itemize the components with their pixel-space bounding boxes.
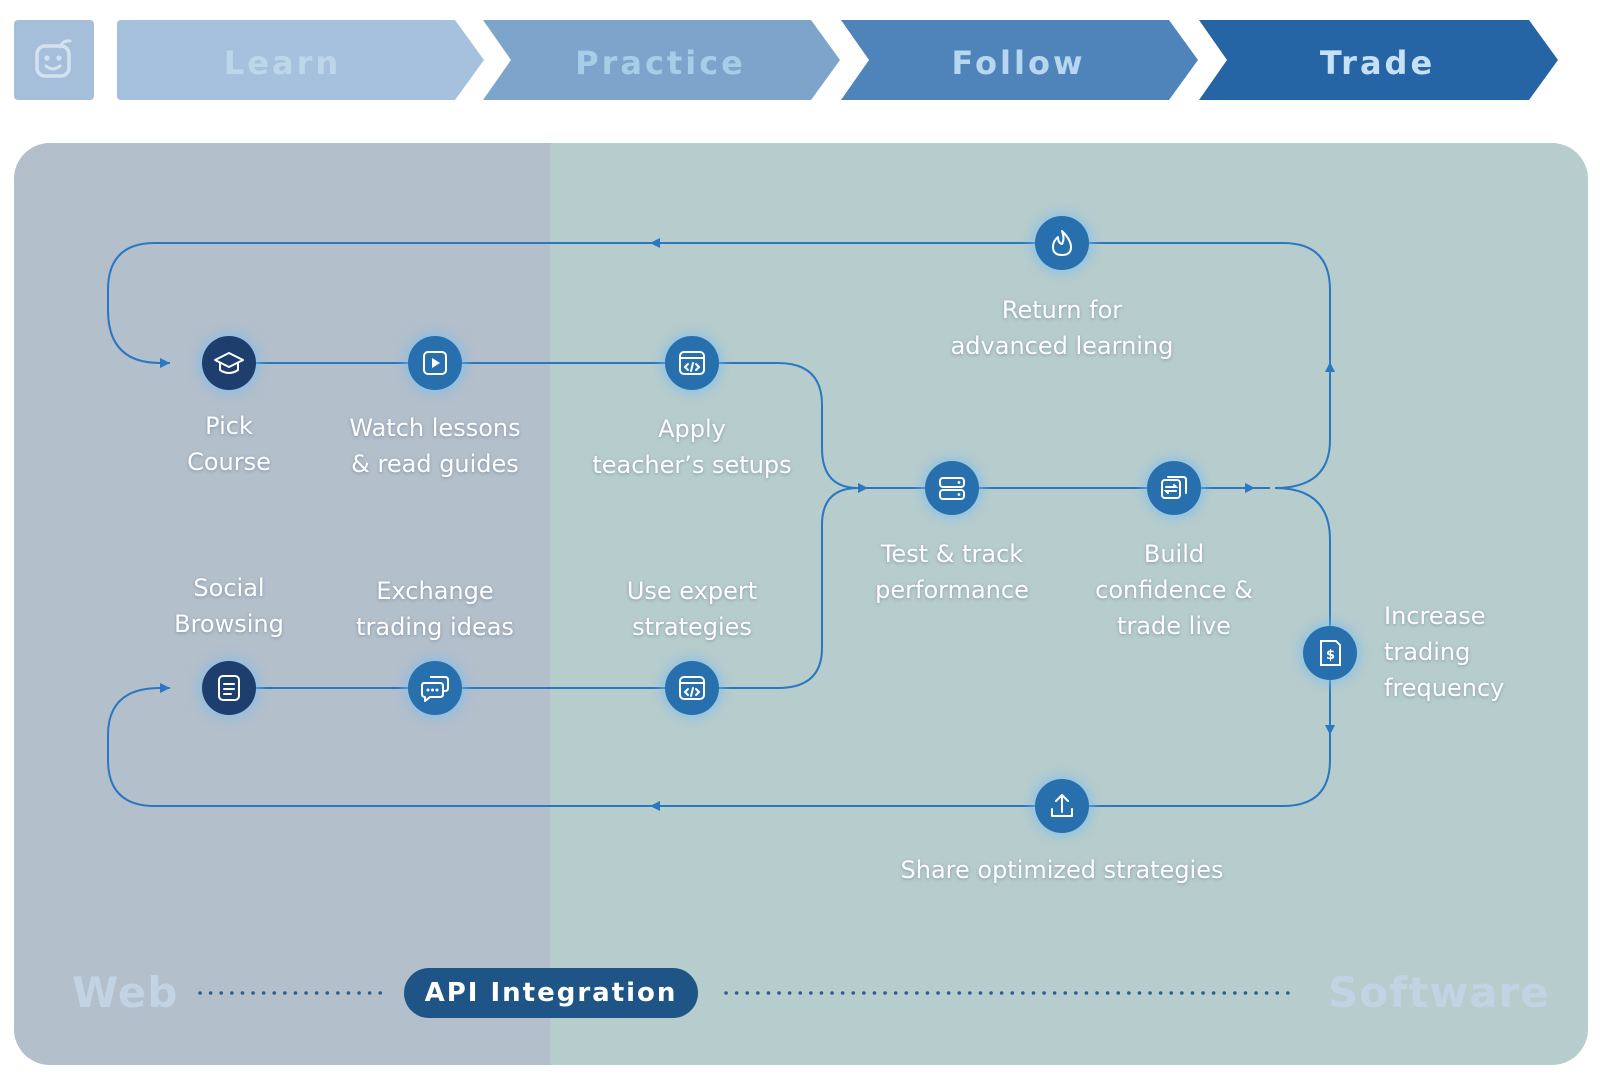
stage-trade-arrow (1199, 20, 1558, 100)
increase-frequency-node[interactable]: $ (1303, 626, 1357, 680)
code-window-icon (679, 351, 705, 375)
test-track-label: Test & track performance (842, 536, 1062, 608)
label-line: & read guides (351, 450, 519, 478)
share-strategies-label: Share optimized strategies (882, 852, 1242, 888)
label-line: Pick (205, 412, 253, 440)
exchange-docs-icon (1161, 476, 1187, 499)
test-track-node[interactable] (925, 461, 979, 515)
label-line: Build (1143, 540, 1205, 568)
label-line: advanced learning (950, 332, 1174, 360)
pick-course-label: Pick Course (129, 408, 329, 480)
label-line: trading ideas (356, 613, 514, 641)
label-line: Return for (1001, 296, 1123, 324)
stage-label: Follow (951, 44, 1086, 82)
label-line: confidence & (1095, 576, 1253, 604)
dollar-document-icon: $ (1320, 640, 1341, 666)
label-line: trade live (1117, 612, 1231, 640)
label-line: teacher’s setups (592, 451, 792, 479)
flow-panel (14, 143, 1588, 1065)
graduation-cap-icon (214, 352, 244, 374)
stage-learn-arrow (117, 20, 484, 100)
flame-icon (1052, 230, 1072, 256)
server-icon (939, 477, 965, 500)
label-line: Share optimized strategies (900, 856, 1224, 884)
smiley-face-icon (35, 39, 72, 78)
pick-course-node[interactable] (202, 336, 256, 390)
label-line: Social (193, 574, 265, 602)
use-strategies-label: Use expert strategies (582, 573, 802, 645)
stage-trade[interactable]: Trade (1197, 20, 1558, 100)
label-line: performance (875, 576, 1029, 604)
exchange-ideas-node[interactable] (408, 661, 462, 715)
label-line: Course (187, 448, 271, 476)
label-line: trading (1384, 638, 1471, 666)
stage-learn[interactable]: Learn (117, 20, 484, 100)
stage-practice[interactable]: Practice (481, 20, 840, 100)
stage-follow[interactable]: Follow (839, 20, 1198, 100)
increase-frequency-label: Increase trading frequency (1384, 598, 1564, 706)
logo-tile (14, 20, 94, 100)
return-learning-label: Return for advanced learning (932, 292, 1192, 364)
label-line: Exchange (376, 577, 494, 605)
play-icon (423, 351, 447, 375)
web-zone (14, 143, 550, 1065)
label-line: Browsing (174, 610, 284, 638)
social-browsing-node[interactable] (202, 661, 256, 715)
stage-label: Trade (1319, 44, 1436, 82)
label-line: Apply (658, 415, 726, 443)
label-line: Increase (1384, 602, 1486, 630)
upload-icon (1051, 794, 1073, 817)
stage-label: Practice (575, 44, 746, 82)
use-strategies-node[interactable] (665, 661, 719, 715)
stage-follow-arrow (841, 20, 1198, 100)
watch-lessons-node[interactable] (408, 336, 462, 390)
code-window-icon (679, 676, 705, 700)
build-confidence-label: Build confidence & trade live (1064, 536, 1284, 644)
api-integration-badge: API Integration (404, 968, 698, 1018)
software-zone-label: Software (1328, 968, 1550, 1017)
chat-bubbles-icon (421, 676, 449, 702)
label-line: frequency (1384, 674, 1505, 702)
stage-practice-arrow (483, 20, 840, 100)
label-line: Test & track (880, 540, 1024, 568)
build-confidence-node[interactable] (1147, 461, 1201, 515)
return-learning-node[interactable] (1035, 216, 1089, 270)
social-browsing-label: Social Browsing (129, 570, 329, 642)
notes-icon (218, 675, 240, 701)
web-zone-label: Web (72, 968, 179, 1017)
exchange-ideas-label: Exchange trading ideas (325, 573, 545, 645)
share-strategies-node[interactable] (1035, 779, 1089, 833)
label-line: Watch lessons (349, 414, 521, 442)
label-line: Use expert (626, 577, 758, 605)
apply-setups-node[interactable] (665, 336, 719, 390)
stage-label: Learn (223, 44, 342, 82)
watch-lessons-label: Watch lessons & read guides (315, 410, 555, 482)
svg-text:$: $ (1326, 648, 1335, 663)
apply-setups-label: Apply teacher’s setups (572, 411, 812, 483)
label-line: strategies (632, 613, 752, 641)
